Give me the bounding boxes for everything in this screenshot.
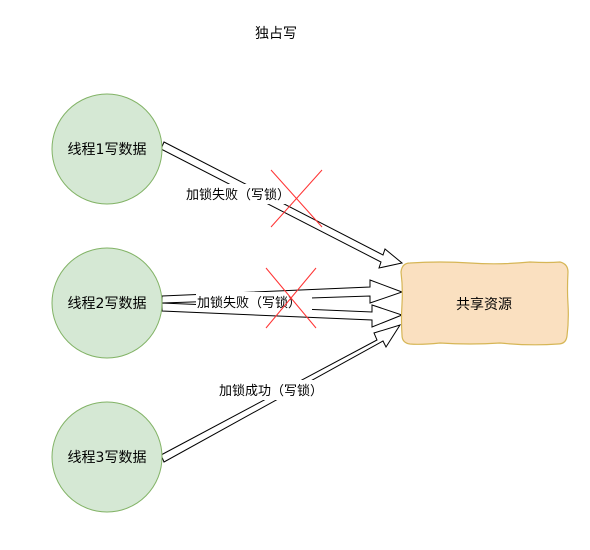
thread-node-2-label: 线程2写数据 <box>68 296 147 312</box>
failure-cross-2 <box>265 267 317 329</box>
diagram-title: 独占写 <box>255 26 297 42</box>
failure-cross-1 <box>270 169 323 228</box>
edge-label-3: 加锁成功（写锁） <box>218 380 334 400</box>
thread-node-3: 线程3写数据 <box>51 401 163 513</box>
edge-label-3-text: 加锁成功（写锁） <box>219 383 323 399</box>
edge-label-1-text: 加锁失败（写锁） <box>186 187 290 203</box>
thread-node-1: 线程1写数据 <box>51 93 163 205</box>
shared-resource-label: 共享资源 <box>456 296 512 313</box>
edge-label-1: 加锁失败（写锁） <box>185 184 299 204</box>
thread-node-3-label: 线程3写数据 <box>68 450 147 466</box>
edge-label-2-text: 加锁失败（写锁） <box>197 295 301 311</box>
thread-node-2: 线程2写数据 <box>51 247 163 359</box>
arrow-thread1-to-resource <box>160 141 404 269</box>
thread-node-1-label: 线程1写数据 <box>68 142 147 158</box>
shared-resource-node: 共享资源 <box>400 261 569 346</box>
